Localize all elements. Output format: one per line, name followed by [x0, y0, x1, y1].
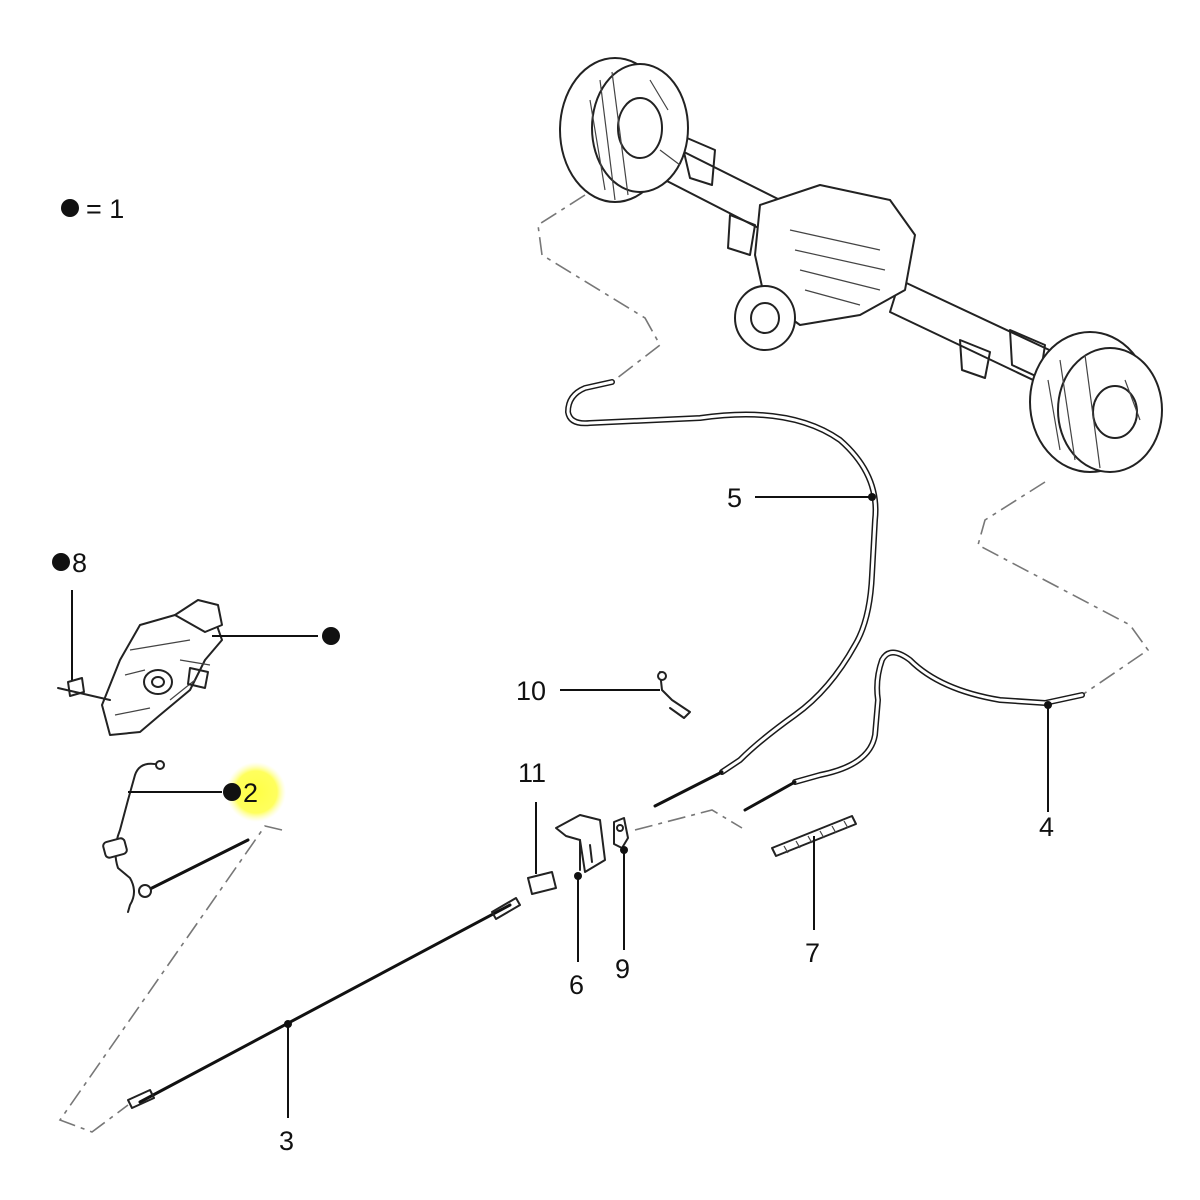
part-9-equalizer — [613, 817, 629, 849]
rear-cable-4-core — [793, 651, 1084, 784]
lever-clip — [187, 667, 209, 689]
callout-2-highlight — [226, 762, 286, 822]
callout-2: 2 — [243, 778, 258, 808]
rear-axle-assembly — [559, 57, 1163, 473]
front-cable-3-end-lower — [127, 1089, 155, 1109]
leader-5-dot — [868, 493, 876, 501]
brake-drum-right-face — [1057, 347, 1163, 473]
front-cable-3-body — [138, 903, 512, 1104]
part-7-spring-coils — [783, 820, 849, 854]
leader-6-dot — [574, 872, 582, 880]
callout-4: 4 — [1039, 812, 1054, 842]
callout-9: 9 — [615, 954, 630, 984]
axle-bracket-left — [679, 134, 756, 256]
differential-ribs — [789, 229, 886, 306]
callouts: 8 2 3 4 5 6 7 9 10 11 — [52, 483, 1054, 1156]
part-2-top-end — [155, 760, 165, 770]
bolt-8-shank — [57, 687, 111, 701]
front-cable-3-end-upper — [491, 897, 521, 920]
differential-flange — [750, 302, 780, 334]
legend-bullet — [61, 199, 79, 217]
part-10-clip-body — [659, 671, 691, 719]
part-10-clip-head — [657, 671, 667, 681]
rear-cable-4 — [743, 649, 1085, 812]
differential-cover — [734, 285, 796, 351]
phantom-line-left — [58, 825, 283, 1133]
phantom-line-center — [634, 809, 743, 831]
part-6-bracket-body — [555, 814, 606, 873]
callout-6: 6 — [569, 970, 584, 1000]
leader-4-dot — [1044, 701, 1052, 709]
rear-cable-5-end-rod — [653, 770, 724, 808]
part-11-clip-body — [527, 871, 557, 895]
callout-8-bullet — [52, 553, 70, 571]
brake-drum-left-face — [591, 63, 689, 193]
callout-3: 3 — [279, 1126, 294, 1156]
brake-drum-left-detail — [589, 71, 681, 201]
part-9-equalizer-body — [613, 817, 629, 849]
part-6-bracket-face — [579, 839, 593, 871]
callout-10: 10 — [516, 676, 546, 706]
lever-top-arm — [174, 599, 223, 633]
part-2-grommet — [102, 837, 128, 859]
leader-lines — [71, 493, 1052, 1118]
callout-lever-bullet — [322, 627, 340, 645]
front-cable-3 — [127, 897, 521, 1109]
legend: = 1 — [61, 194, 124, 224]
brake-drum-right-detail — [1047, 354, 1141, 469]
part-11-clip — [527, 871, 557, 895]
leader-9-dot — [620, 846, 628, 854]
rear-cable-5-core — [566, 380, 878, 774]
lever-detail — [114, 639, 211, 716]
phantom-line-upper — [537, 194, 662, 383]
phantom-line-right — [977, 481, 1150, 696]
part-2-end — [138, 884, 152, 898]
axle-tube-right — [889, 279, 1061, 389]
legend-text: = 1 — [86, 194, 124, 224]
part-10-clip — [657, 671, 691, 719]
callout-7: 7 — [805, 938, 820, 968]
parking-brake-lever-assembly — [57, 599, 223, 736]
differential-housing — [754, 184, 916, 326]
part-9-equalizer-hole — [616, 824, 624, 832]
brake-drum-left-hub — [617, 97, 663, 159]
lever-pivot-inner — [151, 676, 165, 688]
phantom-lines — [58, 194, 1150, 1133]
callout-8: 8 — [72, 548, 87, 578]
leader-3-dot — [284, 1020, 292, 1028]
rear-cable-4-end-rod — [743, 780, 797, 812]
callout-2-bullet — [223, 783, 241, 801]
part-2-rod — [146, 838, 250, 892]
rear-cable-5 — [565, 379, 879, 808]
callout-11: 11 — [518, 758, 546, 788]
part-6-bracket — [555, 814, 606, 873]
part-2-cable — [102, 760, 250, 913]
lever-pivot — [143, 669, 173, 695]
rear-cable-5-body — [565, 379, 879, 775]
callout-5: 5 — [727, 483, 742, 513]
